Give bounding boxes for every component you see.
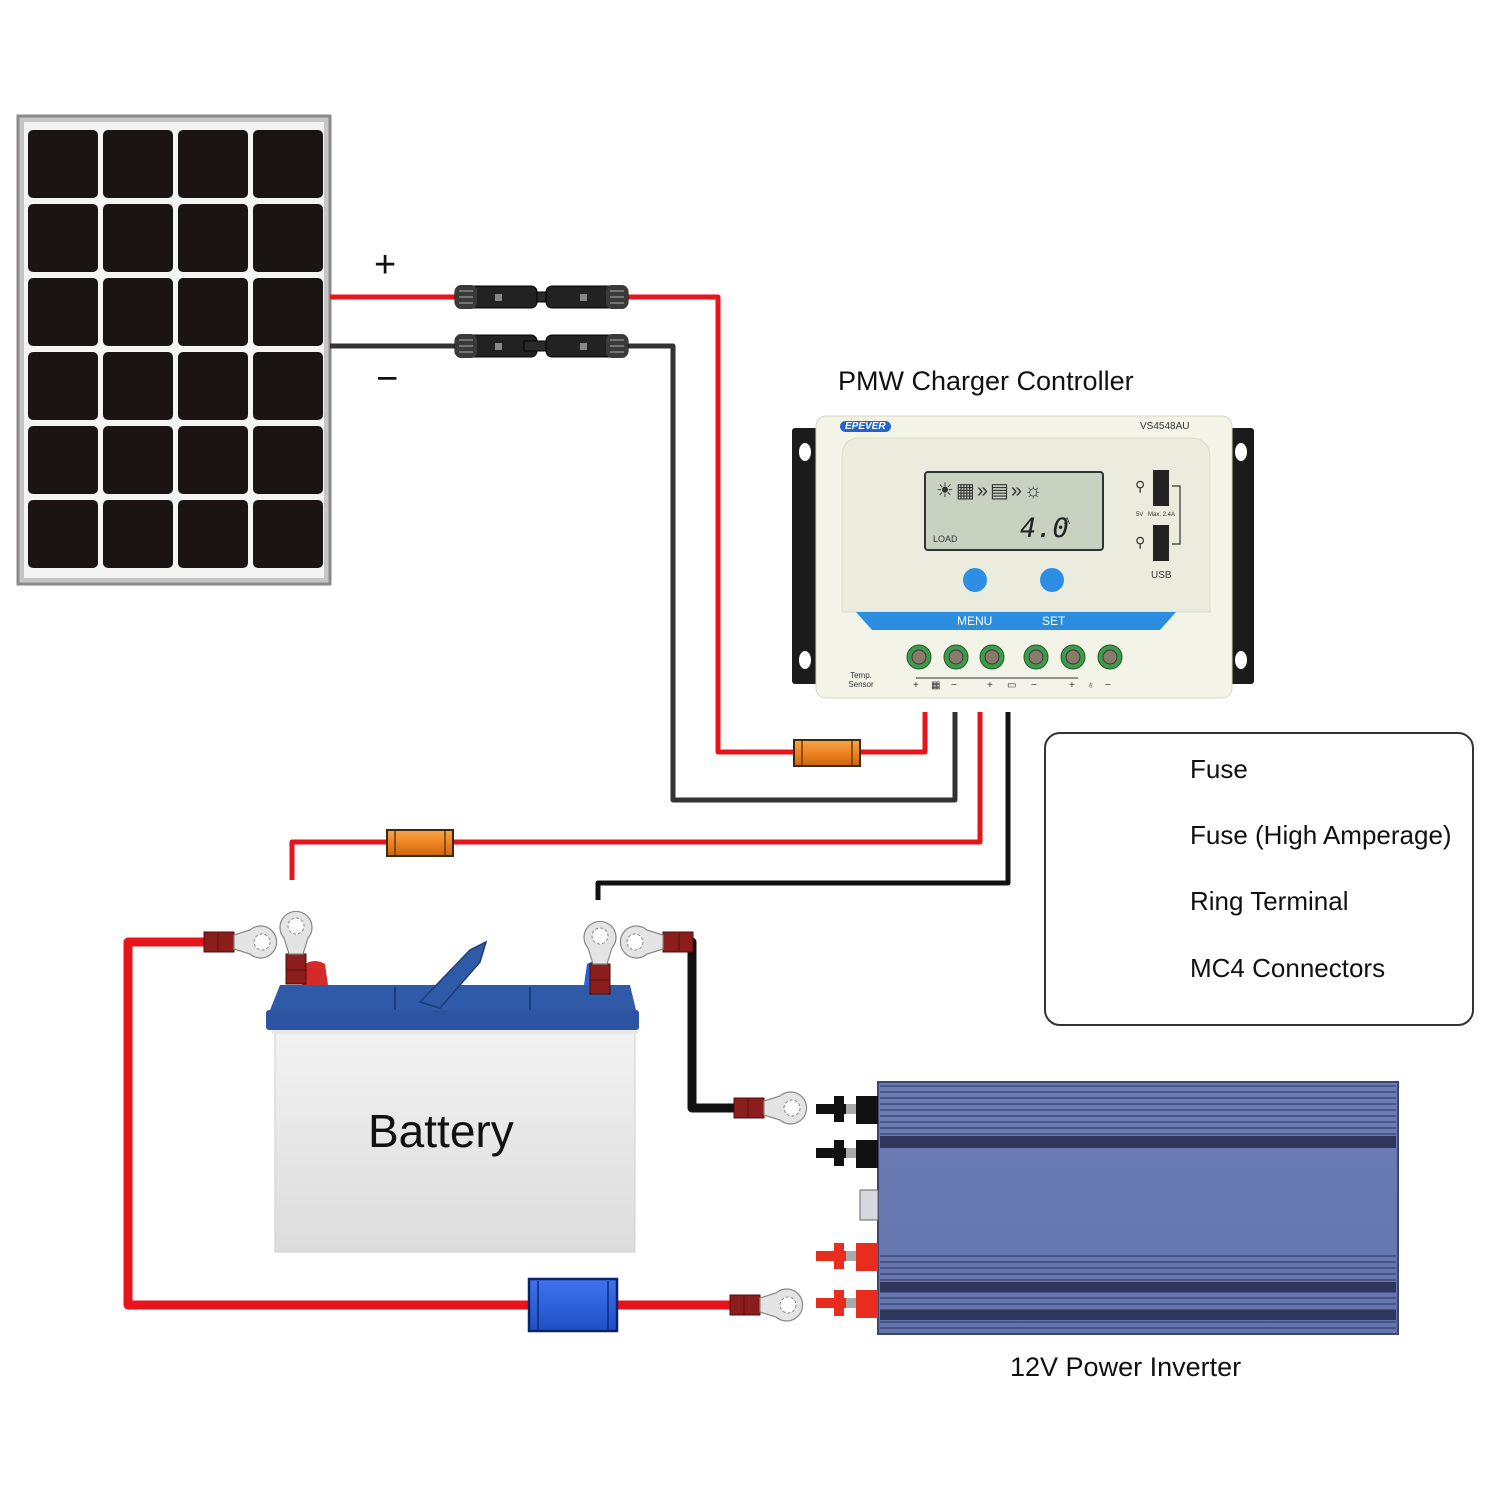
mc4-connector-icon [523, 334, 629, 358]
solar-cell [178, 426, 248, 494]
solar-cell [103, 130, 173, 198]
solar-icon: ▦ [931, 680, 941, 691]
battery-positive-terminal [302, 961, 328, 985]
power-inverter [816, 1081, 1399, 1335]
solar-cell [253, 352, 323, 420]
terminal-sign: − [1031, 680, 1037, 691]
usb-port [1153, 525, 1169, 561]
solar-cell [28, 426, 98, 494]
solar-cell [28, 352, 98, 420]
solar-panel [16, 114, 332, 586]
solar-cell [253, 426, 323, 494]
set-button[interactable]: SET [1042, 614, 1066, 628]
wire-battery-positive-from-controller [289, 712, 983, 880]
ring-terminal-icon [583, 920, 617, 995]
legend-item-high-amp-fuse: Fuse (High Amperage) [1190, 820, 1452, 850]
legend: Fuse Fuse (High Amperage) Ring Terminal … [1044, 732, 1474, 1026]
terminal-sign: − [951, 680, 957, 691]
terminal-sign: − [1105, 680, 1111, 691]
usb-max: Max. 2.4A [1148, 512, 1176, 518]
fuse-panel-line [793, 739, 861, 767]
panel-positive-label: + [374, 244, 397, 286]
panel-negative-label: − [376, 358, 399, 400]
ring-terminal-icon [203, 925, 278, 959]
solar-cell [28, 130, 98, 198]
charge-controller [792, 415, 1254, 699]
solar-cell [103, 278, 173, 346]
ring-terminal-icon [729, 1288, 804, 1322]
ring-terminal-icon [733, 1091, 808, 1125]
usb-voltage: 5V [1136, 512, 1144, 518]
lcd-unit: A [1064, 516, 1071, 526]
solar-cell [253, 278, 323, 346]
mc4-connectors [454, 285, 629, 358]
wire-panel-negative-to-controller [625, 343, 958, 803]
inverter-positive-posts [816, 1243, 878, 1318]
solar-cell [178, 352, 248, 420]
solar-cell [253, 130, 323, 198]
charge-controller-title: PMW Charger Controller [838, 366, 1134, 396]
solar-cell [28, 500, 98, 568]
wire-battery-positive-to-inverter [123, 937, 740, 1310]
solar-cell [103, 500, 173, 568]
inverter-negative-posts [816, 1096, 878, 1168]
solar-cell [178, 278, 248, 346]
battery [266, 940, 639, 1253]
wire-panel-positive-to-controller [625, 294, 928, 755]
solar-cell [103, 204, 173, 272]
menu-button[interactable]: MENU [957, 614, 993, 628]
ring-terminals [203, 910, 808, 1322]
fuse-battery-line [386, 829, 454, 857]
wire-battery-negative-from-controller [595, 712, 1011, 900]
ring-terminal-icon [279, 910, 313, 985]
solar-cell [253, 500, 323, 568]
screw-terminals [906, 644, 1123, 670]
inverter-title: 12V Power Inverter [1010, 1352, 1242, 1382]
battery-label: Battery [368, 1105, 514, 1157]
solar-cell [103, 352, 173, 420]
mc4-connector-icon [545, 285, 629, 309]
terminal-sign: + [1069, 680, 1075, 691]
mc4-connector-icon [454, 334, 538, 358]
lcd-mode: LOAD [933, 534, 958, 544]
legend-item-mc4-connectors: MC4 Connectors [1190, 953, 1386, 983]
usb-label: USB [1151, 570, 1172, 581]
high-amp-fuse [527, 1277, 619, 1333]
solar-cell [178, 500, 248, 568]
solar-cell [253, 204, 323, 272]
controller-brand: EPEVER [840, 421, 891, 432]
solar-cells [28, 130, 323, 568]
lcd-value: 4.0 [1020, 513, 1069, 544]
bulb-icon: ♁ [1087, 680, 1095, 691]
temp-sensor-label: Temp. Sensor [848, 671, 874, 689]
solar-cell [178, 204, 248, 272]
legend-item-fuse: Fuse [1190, 754, 1248, 784]
usb-icon: ⚲ [1135, 478, 1146, 494]
solar-cell [178, 130, 248, 198]
legend-item-ring-terminal: Ring Terminal [1190, 886, 1349, 916]
lcd-icons: ☀▦»▤»☼ [936, 480, 1045, 502]
solar-cell [103, 426, 173, 494]
battery-icon: ▭ [1007, 680, 1017, 691]
solar-cell [28, 278, 98, 346]
controller-model: VS4548AU [1140, 421, 1190, 432]
usb-port [1153, 470, 1169, 506]
terminal-sign: + [913, 680, 919, 691]
wires [123, 294, 1011, 1310]
ring-terminal-icon [619, 925, 694, 959]
wire-battery-negative-to-inverter [680, 937, 740, 1113]
inverter-heatsink-fins [880, 1085, 1396, 1329]
solar-cell [28, 204, 98, 272]
usb-icon: ⚲ [1135, 534, 1146, 550]
mc4-connector-icon [454, 285, 560, 309]
terminal-sign: + [987, 680, 993, 691]
